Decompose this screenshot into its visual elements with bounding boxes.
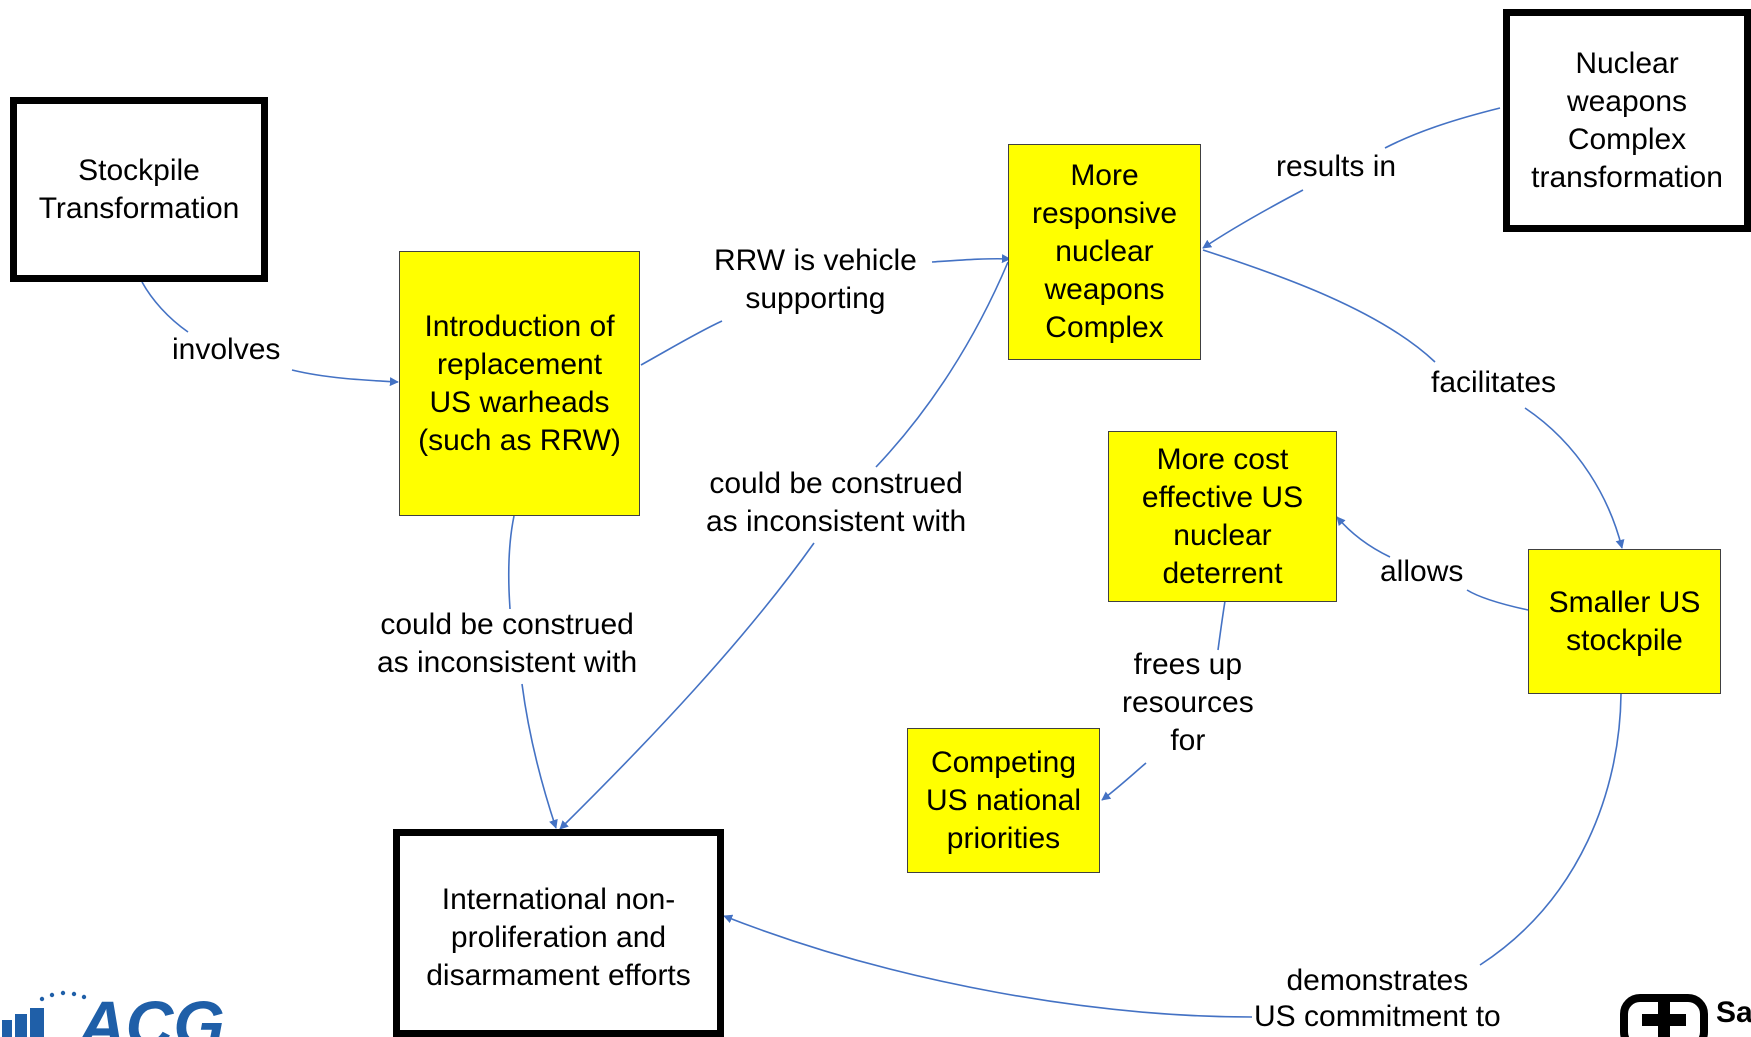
edge-facilitates-a [1202, 249, 1436, 363]
label-frees-up: frees up resources for [1122, 648, 1254, 757]
label-demonstrates: demonstrates US commitment to [1254, 964, 1501, 1033]
edge-frees-b [1101, 762, 1147, 801]
node-stockpile-transformation: Stockpile Transformation [10, 97, 268, 282]
edge-demonstrates-b [723, 914, 1253, 1018]
node-smaller-stockpile: Smaller US stockpile [1528, 549, 1721, 694]
sandia-logo: Sa [1620, 992, 1751, 1037]
edge-allows-a [1466, 589, 1529, 611]
edge-results-a [1384, 107, 1501, 149]
sandia-logo-graphic: Sa [1620, 994, 1751, 1037]
edge-construed-center-a [875, 261, 1009, 468]
edge-demonstrates-a [1479, 693, 1622, 966]
acg-logo: ACG [0, 990, 250, 1037]
label-rrw-vehicle: RRW is vehicle supporting [714, 244, 917, 315]
label-involves: involves [172, 333, 281, 366]
edge-involves-b [291, 369, 399, 387]
label-construed-center: could be construed as inconsistent with [706, 467, 967, 538]
node-nuclear-complex-transformation: Nuclear weapons Complex transformation [1503, 9, 1751, 232]
node-responsive-complex: More responsive nuclear weapons Complex [1008, 144, 1201, 360]
label-allows: allows [1380, 555, 1464, 588]
sandia-logo-text: Sa [1716, 996, 1751, 1029]
edge-frees-a [1217, 600, 1226, 651]
label-results-in: results in [1276, 150, 1397, 183]
acg-logo-graphic: ACG [2, 990, 225, 1037]
edge-allows-b [1336, 516, 1391, 558]
label-facilitates: facilitates [1431, 366, 1557, 399]
edge-construed-center-b [559, 542, 815, 830]
edge-rrw-a [640, 320, 723, 366]
node-nonproliferation: International non- proliferation and dis… [393, 829, 724, 1037]
edge-construed-left-a [508, 515, 515, 610]
label-construed-left: could be construed as inconsistent with [377, 608, 638, 679]
edge-results-b [1202, 189, 1304, 249]
node-competing-priorities: Competing US national priorities [907, 728, 1100, 873]
edge-construed-left-b [521, 683, 558, 829]
node-introduction-replacement: Introduction of replacement US warheads … [399, 251, 640, 516]
edge-involves-a [141, 281, 189, 333]
edge-facilitates-b [1524, 407, 1625, 549]
acg-logo-text: ACG [76, 990, 225, 1037]
node-cost-effective-deterrent: More cost effective US nuclear deterrent [1108, 431, 1337, 602]
edge-rrw-b [931, 254, 1011, 264]
